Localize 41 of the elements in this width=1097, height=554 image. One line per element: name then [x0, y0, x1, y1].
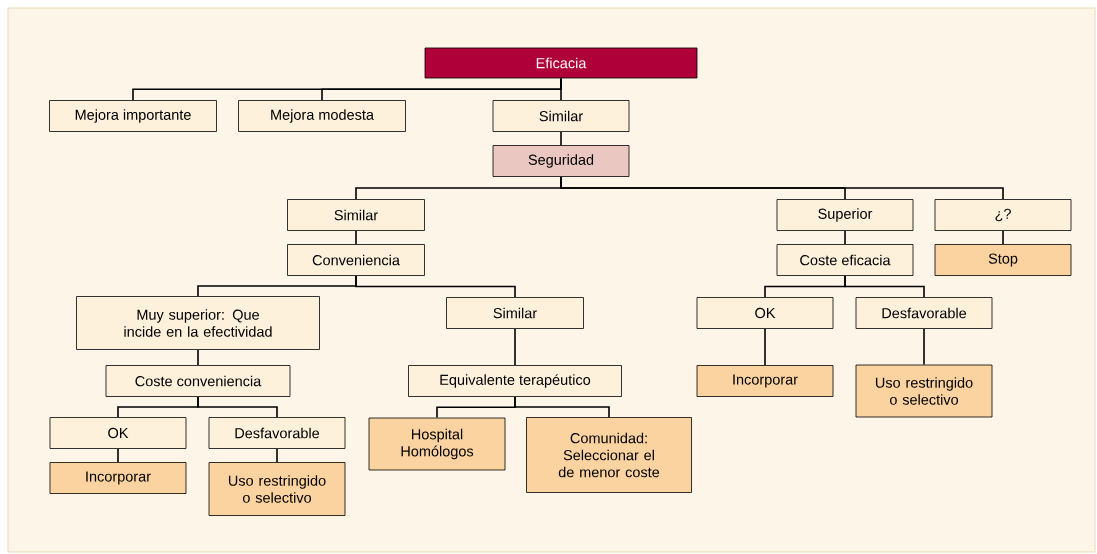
connector-line — [117, 448, 119, 463]
outcome-box: Comunidad: Seleccionar el de menor coste — [526, 417, 692, 493]
decision-box: Similar — [446, 297, 584, 329]
connector-line — [764, 328, 766, 366]
decision-box: Superior — [776, 199, 914, 231]
decision-box: Mejora modesta — [238, 100, 406, 132]
decision-box: Mejora importante — [49, 100, 217, 132]
outcome-box: Incorporar — [696, 365, 834, 397]
connector-line — [844, 230, 846, 245]
connector-line — [355, 275, 516, 298]
connector-line — [276, 448, 278, 463]
decision-box: Muy superior: Que incide en la efectividad — [76, 296, 320, 350]
outcome-box: Hospital Homólogos — [368, 417, 506, 471]
decision-box: Coste conveniencia — [105, 365, 291, 397]
outcome-box: Seguridad — [492, 145, 630, 177]
connector-line — [923, 328, 925, 366]
decision-box: Equivalente terapéutico — [408, 365, 622, 397]
connector-line — [844, 275, 925, 298]
outcome-box: Incorporar — [49, 462, 187, 494]
outcome-box: Uso restringido o selectivo — [208, 462, 346, 516]
decision-box: Similar — [287, 199, 425, 231]
connector-line — [1002, 230, 1004, 245]
header-box: Eficacia — [424, 47, 698, 79]
decision-box: Similar — [492, 100, 630, 132]
decision-box: OK — [49, 417, 187, 449]
decision-box: ¿? — [934, 199, 1072, 231]
connector-line — [514, 396, 610, 418]
connector-line — [197, 396, 278, 418]
connector-line — [355, 230, 357, 245]
decision-box: Coste eficacia — [776, 244, 914, 276]
decision-box: OK — [696, 297, 834, 329]
connector-line — [560, 77, 562, 101]
connector-line — [197, 349, 199, 366]
connector-line — [514, 328, 516, 366]
connector-line — [560, 176, 1004, 200]
decision-box: Conveniencia — [287, 244, 425, 276]
outcome-box: Stop — [934, 244, 1072, 276]
decision-box: Desfavorable — [208, 417, 346, 449]
connector-line — [560, 131, 562, 146]
decision-box: Desfavorable — [855, 297, 993, 329]
outcome-box: Uso restringido o selectivo — [855, 364, 993, 418]
